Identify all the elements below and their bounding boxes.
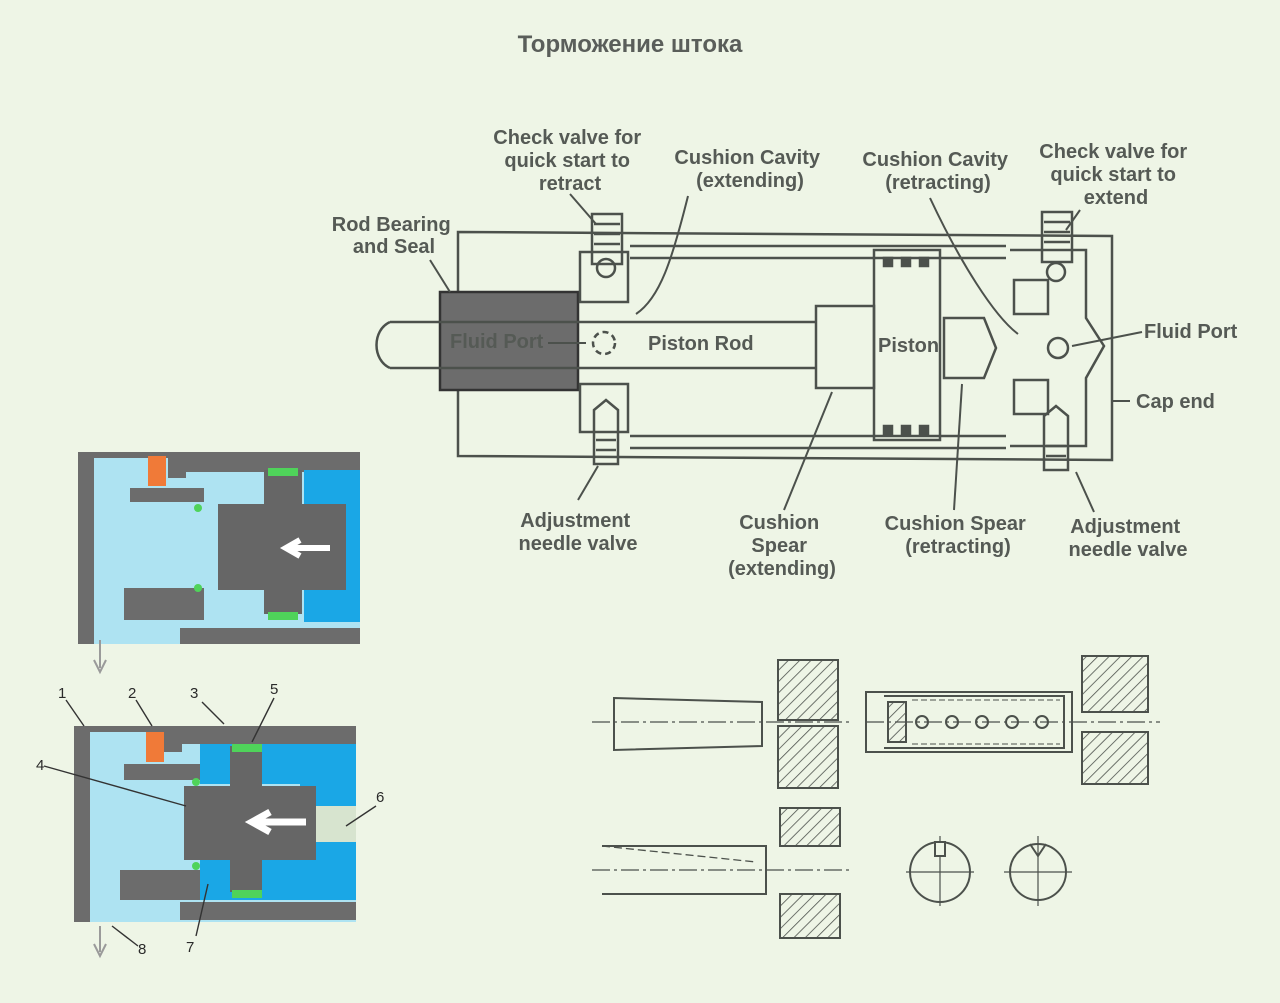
callout-2: 2 xyxy=(128,685,136,702)
arrow-down-icon xyxy=(93,640,107,675)
slide-title: Торможение штока xyxy=(518,31,743,58)
callout-1: 1 xyxy=(58,685,66,702)
needle-valve-right xyxy=(1042,404,1070,472)
needle-valve-left xyxy=(592,398,620,466)
section-bottom: 1 2 3 4 5 6 7 8 xyxy=(36,681,384,959)
label-cushion-cavity-retracting: Cushion Cavity (retracting) xyxy=(862,149,1013,194)
cap-end-block xyxy=(1010,248,1106,448)
tie-rod-top xyxy=(630,244,1006,260)
callout-8: 8 xyxy=(138,941,146,958)
cushion-spear-extending xyxy=(814,304,876,390)
label-cushion-spear-extending: Cushion Spear (extending) xyxy=(728,512,836,580)
label-check-valve-extend: Check valve for quick start to extend xyxy=(1039,141,1192,209)
label-cushion-cavity-extending: Cushion Cavity (extending) xyxy=(674,147,825,192)
label-adjust-needle-left: Adjustment needle valve xyxy=(519,510,638,555)
callout-4: 4 xyxy=(36,757,44,774)
head-block-bottom xyxy=(578,382,630,434)
cap-pocket-top xyxy=(1012,278,1050,316)
check-valve-retract xyxy=(590,212,624,266)
cap-pocket-bottom xyxy=(1012,378,1050,416)
head-block-top xyxy=(578,250,630,304)
cap-fluid-port-circle xyxy=(1046,336,1070,360)
label-piston: Piston xyxy=(878,335,939,357)
cushion-spear-retracting xyxy=(942,316,998,380)
cylinder-leaders xyxy=(429,193,1143,513)
label-cap-end: Cap end xyxy=(1136,391,1215,413)
piston-body xyxy=(872,248,942,442)
label-fluid-port-left: Fluid Port xyxy=(450,331,544,353)
label-check-valve-retract: Check valve for quick start to retract xyxy=(493,127,646,195)
label-adjust-needle-right: Adjustment needle valve xyxy=(1069,516,1188,561)
label-piston-rod: Piston Rod xyxy=(648,333,754,355)
cylinder-labels: Check valve for quick start to retract C… xyxy=(332,127,1238,580)
spear-sketches xyxy=(592,655,1160,939)
callout-3: 3 xyxy=(190,685,198,702)
arrow-down-icon xyxy=(93,926,107,959)
tie-rod-bottom xyxy=(630,434,1006,450)
label-cushion-spear-retracting: Cushion Spear (retracting) xyxy=(885,513,1032,558)
callout-7: 7 xyxy=(186,939,194,956)
hydraulic-cylinder xyxy=(375,210,1114,472)
label-rod-bearing: Rod Bearing and Seal xyxy=(332,214,456,258)
callout-6: 6 xyxy=(376,789,384,806)
piston-rod xyxy=(375,320,816,370)
callout-5: 5 xyxy=(270,681,278,698)
rod-bearing-seal xyxy=(438,290,580,392)
section-top xyxy=(78,452,360,675)
rod-fluid-port-circle xyxy=(591,330,617,356)
label-fluid-port-right: Fluid Port xyxy=(1144,321,1238,343)
check-valve-extend xyxy=(1040,210,1074,264)
